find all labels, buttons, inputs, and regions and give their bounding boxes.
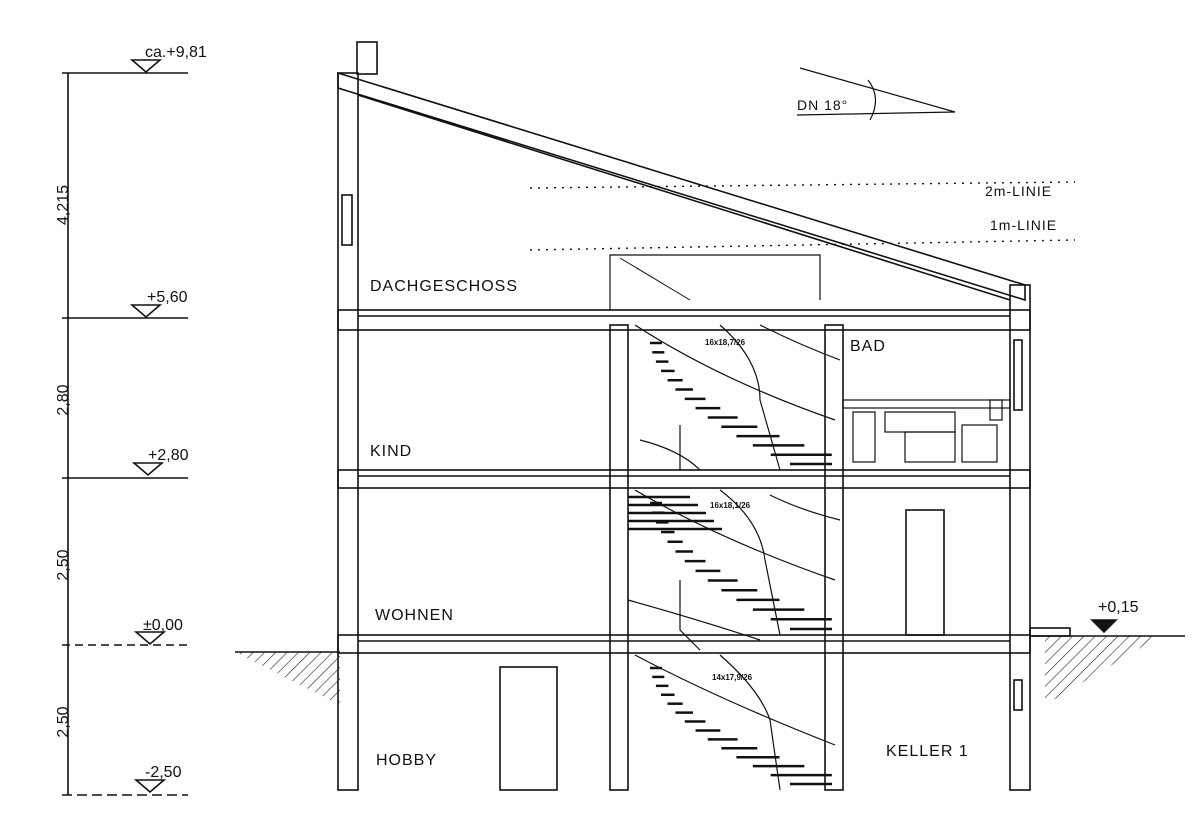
level-label-eg: ±0,00 [143,617,183,634]
room-label-hobby: HOBBY [376,752,437,769]
roof [337,71,1026,302]
roof-pitch-label: DN 18° [797,97,848,113]
dimension-chain [62,59,188,796]
stair-label-kg: 14x17,9/26 [712,673,753,682]
chimney [356,41,378,75]
level-label-top: ca.+9,81 [145,44,207,61]
stair-label-og: 16x18,7/26 [705,338,746,347]
dimension-og: 2,80 [55,384,72,415]
1m-line-label: 1m-LINIE [990,217,1057,233]
level-label-dg: +5,60 [147,289,188,306]
bathroom-fixtures [842,399,1011,463]
door-keller [905,509,945,636]
dimension-kg: 2,50 [55,706,72,737]
ground-hatch-left [235,652,340,705]
room-label-kind: KIND [370,443,412,460]
room-label-dachgeschoss: DACHGESCHOSS [370,278,518,295]
dimension-eg: 2,50 [55,549,72,580]
door-hobby [499,666,558,791]
room-label-wohnen: WOHNEN [375,607,454,624]
ground-level-label: +0,15 [1098,599,1139,616]
room-label-keller: KELLER 1 [886,743,969,760]
level-label-og: +2,80 [148,447,189,464]
ground-hatch-right [1045,636,1160,705]
2m-line-label: 2m-LINIE [985,183,1052,199]
stair-label-eg: 16x18,1/26 [710,501,751,510]
level-label-kg: -2,50 [145,764,182,781]
dimension-dg: 4,215 [55,185,72,225]
floor-slabs [337,309,1031,654]
room-label-bad: BAD [850,338,886,355]
roof-pitch-symbol [796,67,956,121]
walls [337,72,1031,791]
